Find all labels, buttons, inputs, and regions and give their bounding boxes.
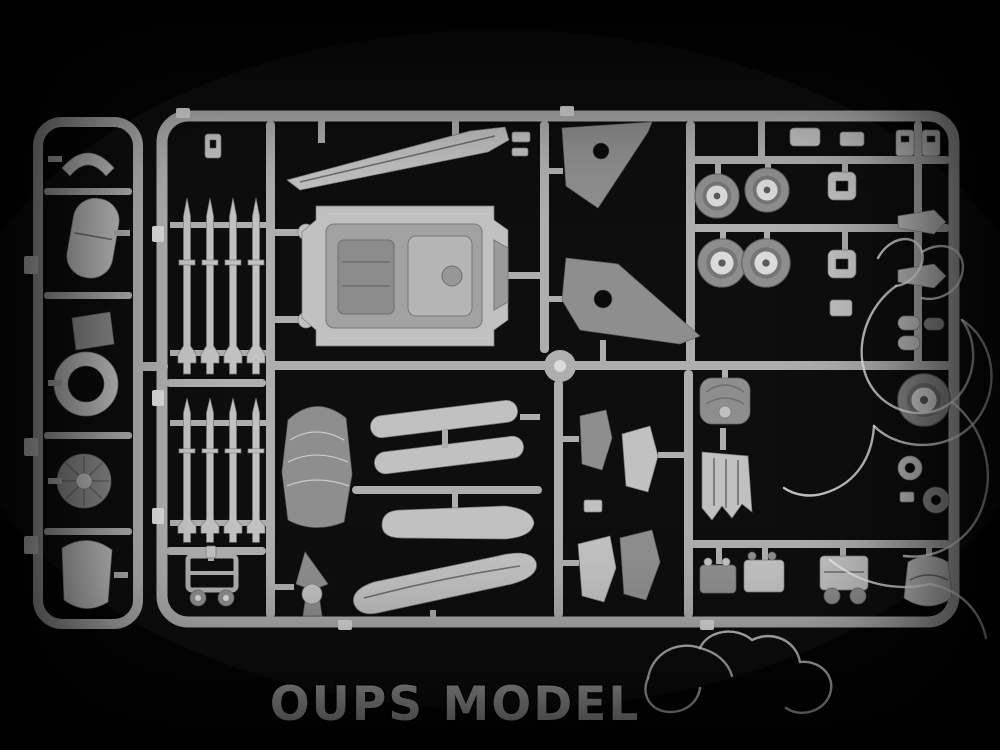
ring-part xyxy=(53,351,119,417)
wing-blade-part xyxy=(286,126,531,191)
clamp-part xyxy=(61,152,115,177)
main-sprue xyxy=(152,106,960,630)
sprue-gate xyxy=(24,438,38,456)
watermark-text: OUPS MODEL xyxy=(270,677,641,732)
cockpit-part xyxy=(297,205,509,347)
dart-part xyxy=(295,551,329,617)
sprue-gate xyxy=(24,536,38,554)
nozzle-part xyxy=(903,555,953,607)
bowl-part xyxy=(71,311,115,351)
hinge-bracket-parts xyxy=(789,127,865,317)
sprue-gate xyxy=(24,256,38,274)
left-sprue xyxy=(24,117,168,629)
stabilizer-parts xyxy=(561,121,701,345)
cart-part xyxy=(185,545,239,607)
drop-tank-parts xyxy=(353,399,537,615)
lineart-watermark xyxy=(644,237,993,714)
turbine-part xyxy=(56,453,112,509)
pleated-part xyxy=(701,451,753,521)
engine-block-parts xyxy=(699,551,785,594)
fuel-tank-part xyxy=(66,197,120,279)
seat-parts xyxy=(577,409,661,603)
trolley-part xyxy=(819,555,869,605)
exhaust-fan-part xyxy=(699,377,751,425)
small-parts-right-column xyxy=(895,129,947,351)
intake-part xyxy=(61,540,113,609)
sprue-gates xyxy=(152,106,714,630)
tire-and-rings xyxy=(897,373,951,514)
canopy-part xyxy=(281,406,353,528)
